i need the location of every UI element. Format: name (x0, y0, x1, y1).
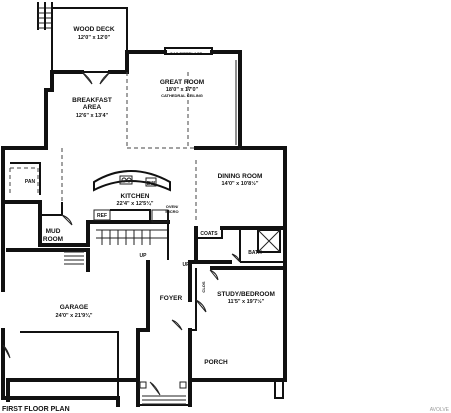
kitchen-fixtures (93, 170, 171, 223)
dashed-openings (61, 72, 197, 222)
dw-label: DW (147, 181, 156, 187)
up-label-1: UP (140, 253, 148, 259)
kitchen-dim: 22'4" x 12'5¾" (117, 200, 154, 207)
mud-room-label-2: ROOM (43, 236, 63, 243)
doors (2, 71, 241, 396)
oven-label: OVEN/ (166, 204, 179, 209)
gas-fireplace-label: GAS FIREPLACE (170, 51, 203, 56)
watermark: AVOLVE (430, 407, 450, 413)
ref-label: REF (97, 213, 107, 219)
garage-dim: 24'0" x 21'9¾" (56, 312, 93, 319)
dining-room-label: DINING ROOM (218, 173, 263, 180)
wood-deck-dim: 12'0" x 12'0" (78, 35, 111, 41)
porch-steps (137, 380, 284, 406)
up-label-2: UP (183, 262, 191, 268)
breakfast-label: BREAKFAST (72, 97, 112, 104)
micro-label: MICRO (165, 209, 178, 214)
mud-room-label: MUD (46, 228, 61, 235)
plan-title: FIRST FLOOR PLAN (2, 406, 70, 413)
great-room-label: GREAT ROOM (160, 79, 204, 86)
foyer-label: FOYER (160, 295, 183, 302)
kitchen-label: KITCHEN (121, 193, 150, 200)
porch-label: PORCH (204, 359, 228, 366)
wood-deck-label: WOOD DECK (73, 26, 114, 33)
study-label: STUDY/BEDROOM (217, 291, 275, 298)
great-room-note: CATHEDRAL CEILING (161, 93, 203, 98)
breakfast-dim: 12'6" x 13'4" (76, 113, 109, 119)
coats-label: COATS (200, 231, 218, 237)
breakfast-label-2: AREA (83, 104, 102, 111)
dining-room-dim: 14'0" x 10'8½" (222, 180, 259, 187)
pan-label: PAN (25, 179, 36, 185)
bath-label: BATH (248, 250, 262, 256)
great-room-dim: 18'0" x 17'0" (166, 87, 199, 93)
garage-label: GARAGE (60, 304, 89, 311)
room-labels: WOOD DECK 12'0" x 12'0" GAS FIREPLACE GR… (2, 26, 450, 413)
clos-label: CLOS (201, 281, 206, 292)
study-dim: 11'5" x 19'7½" (228, 298, 265, 305)
